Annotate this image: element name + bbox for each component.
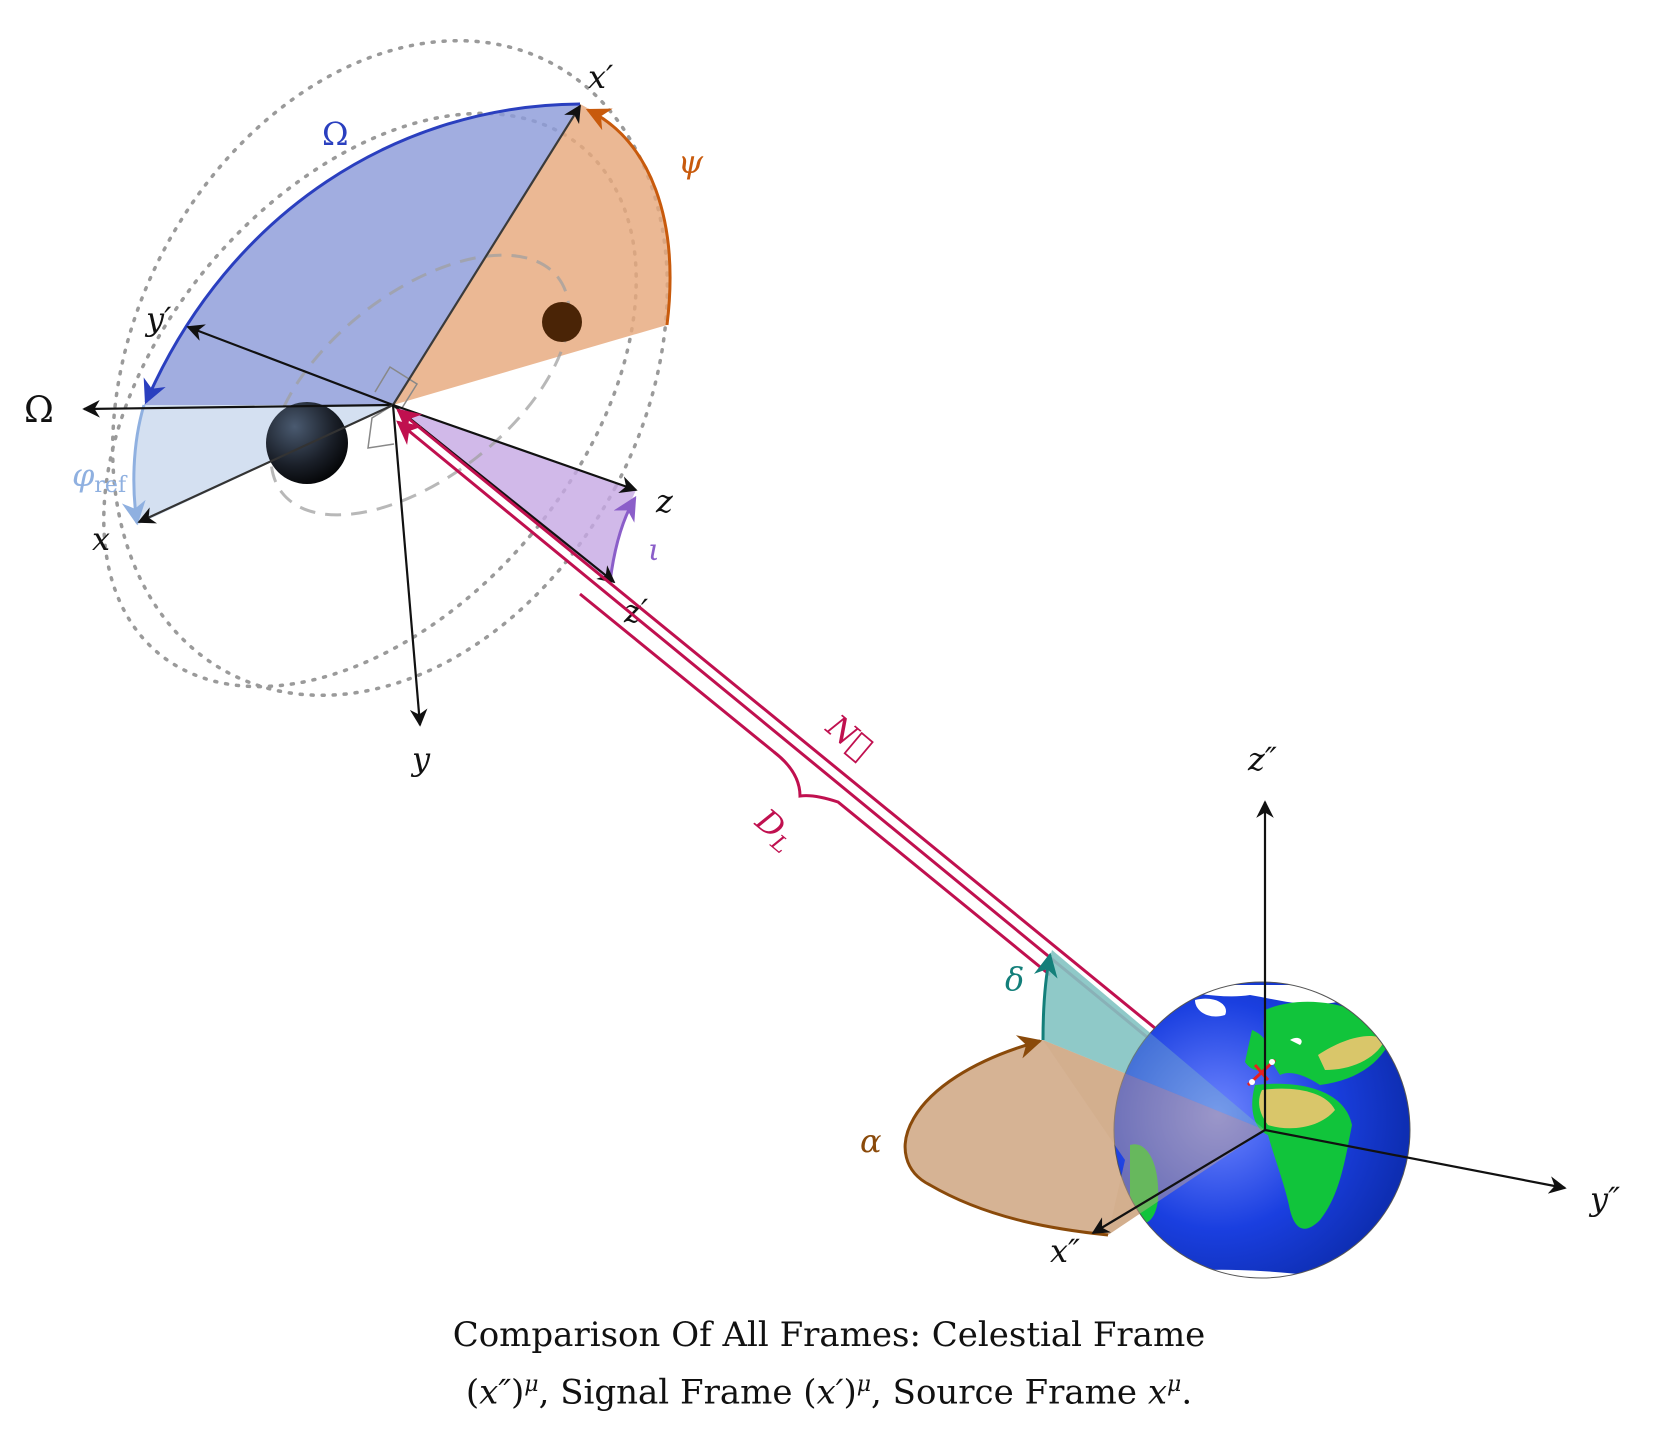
- omega-wedge: [144, 104, 580, 405]
- continent-americas: [1130, 1144, 1159, 1224]
- caption-line-1: Comparison Of All Frames: Celestial Fram…: [452, 1315, 1206, 1355]
- delta-overlay: [1043, 950, 1265, 1130]
- source-frame-axes: [82, 104, 638, 727]
- omega-axis: [82, 399, 394, 418]
- iota-wedge: [393, 405, 636, 582]
- label-phi-ref: φref: [72, 456, 128, 498]
- right-angle-marks: [367, 365, 419, 449]
- alpha-overlay: [1043, 1040, 1265, 1235]
- caption-line-2: (x″)μ, Signal Frame (x′)μ, Source Frame …: [465, 1372, 1193, 1413]
- psi-wedge: [393, 104, 670, 405]
- label-n-vector: N⃗: [818, 706, 879, 766]
- label-z: z: [655, 482, 674, 520]
- celestial-frame-axes: [1091, 800, 1567, 1234]
- black-hole-large: [266, 402, 348, 484]
- n-vector-line: [396, 408, 1266, 1120]
- continent-eurasia: [1263, 1001, 1395, 1085]
- black-hole-small: [542, 302, 582, 342]
- figure-caption: Comparison Of All Frames: Celestial Fram…: [329, 1310, 1329, 1417]
- label-x-dprime: x″: [1050, 1232, 1080, 1270]
- x-dprime-axis: [1091, 1129, 1266, 1234]
- label-delta: δ: [1005, 960, 1024, 998]
- delta-arc: [1033, 952, 1058, 1041]
- distance-brace: [579, 592, 1051, 977]
- label-omega-axis: Ω: [24, 390, 54, 431]
- y-dprime-axis: [1264, 1128, 1567, 1194]
- y-axis: [391, 404, 428, 727]
- psi-arc: [585, 108, 672, 326]
- earth: [1113, 981, 1411, 1279]
- phi-ref-arc: [121, 404, 146, 526]
- desert-arabia: [1318, 1035, 1385, 1070]
- x-prime-axis: [392, 104, 581, 406]
- label-x-prime: x′: [588, 58, 614, 96]
- z-axis: [392, 403, 638, 494]
- omega-arc: [143, 102, 581, 405]
- label-distance: DL: [745, 800, 804, 859]
- y-prime-axis: [186, 324, 394, 407]
- label-iota: ι: [648, 533, 660, 568]
- label-omega-angle: Ω: [322, 115, 349, 153]
- alpha-arc: [903, 1035, 1109, 1237]
- x-axis: [137, 404, 394, 524]
- label-alpha: α: [860, 1122, 882, 1160]
- desert-sahara: [1259, 1088, 1335, 1129]
- orbit-ring: [269, 253, 571, 517]
- label-psi: ψ: [678, 143, 704, 181]
- label-y: y: [410, 740, 431, 778]
- label-z-dprime: z″: [1247, 740, 1277, 778]
- label-y-prime: y′: [144, 300, 172, 338]
- label-y-dprime: y″: [1588, 1180, 1620, 1218]
- label-x: x: [92, 520, 110, 558]
